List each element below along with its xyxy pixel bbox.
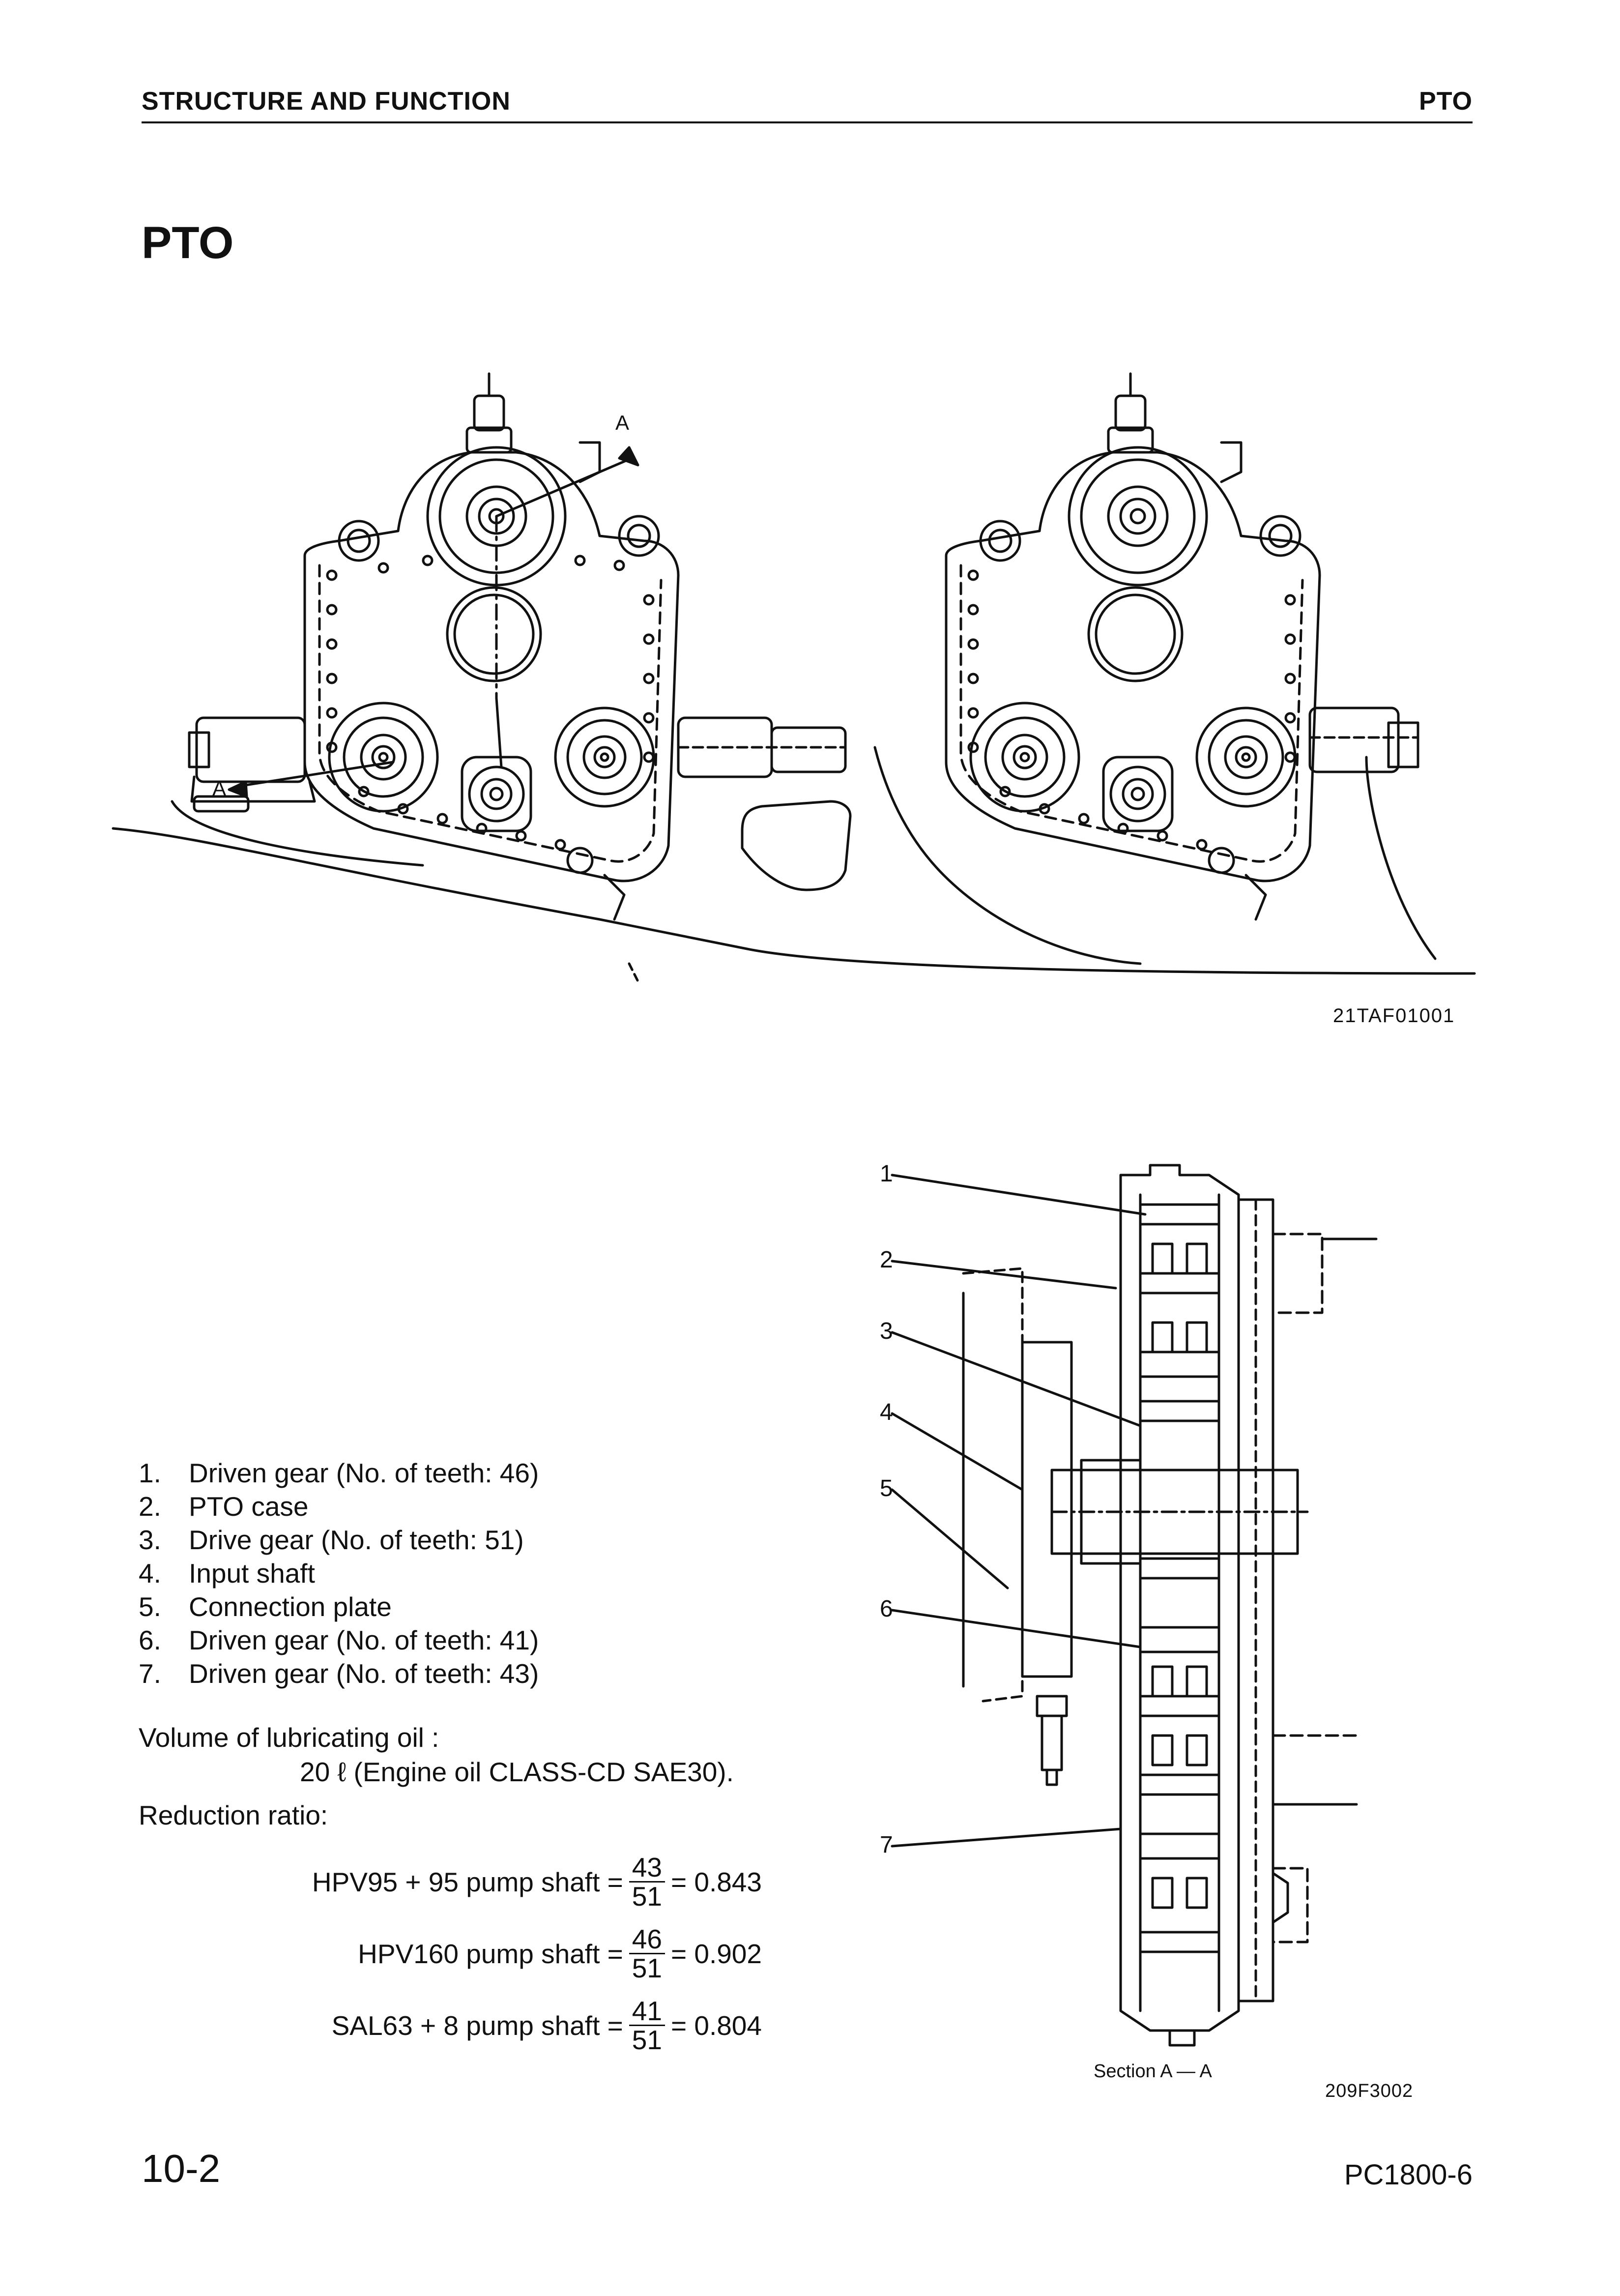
section-caption: Section A — A (1094, 2061, 1212, 2082)
model-code: PC1800-6 (1344, 2159, 1473, 2191)
callout-4: 4 (880, 1399, 893, 1425)
callout-2: 2 (880, 1247, 893, 1273)
header-rule (142, 121, 1473, 123)
fraction-denominator: 51 (632, 1953, 662, 1983)
reduction-row-hpv160: HPV160 pump shaft = 46 51 = 0.902 (358, 1925, 762, 1982)
reduction-name: SAL63 + 8 pump shaft = (331, 2010, 623, 2041)
list-item: 4. Input shaft (139, 1557, 539, 1590)
reduction-result: = 0.843 (670, 1866, 762, 1897)
callout-3: 3 (880, 1318, 893, 1344)
list-item: 1. Driven gear (No. of teeth: 46) (139, 1456, 539, 1490)
pto-unit-right (945, 372, 1419, 921)
reduction-name: HPV160 pump shaft = (358, 1938, 623, 1969)
pto-front-view-figure: A A (108, 344, 1484, 983)
part-number: 4. (139, 1558, 161, 1589)
reduction-row-sal63: SAL63 + 8 pump shaft = 41 51 = 0.804 (332, 1997, 762, 2054)
list-item: 6. Driven gear (No. of teeth: 41) (139, 1623, 539, 1657)
part-label: Connection plate (189, 1591, 392, 1622)
part-number: 3. (139, 1525, 161, 1555)
part-label: Input shaft (189, 1558, 315, 1589)
list-item: 5. Connection plate (139, 1590, 539, 1623)
fraction-denominator: 51 (632, 1881, 662, 1912)
fraction-numerator: 41 (629, 1997, 665, 2026)
figure2-code: 209F3002 (1325, 2081, 1414, 2101)
fraction-numerator: 43 (629, 1854, 665, 1883)
reduction-label: Reduction ratio: (139, 1800, 328, 1830)
header-topic: PTO (1419, 87, 1473, 116)
list-item: 2. PTO case (139, 1490, 539, 1523)
parts-list: 1. Driven gear (No. of teeth: 46) 2. PTO c… (139, 1456, 539, 1690)
part-number: 6. (139, 1625, 161, 1655)
section-marker-top: A (615, 411, 630, 434)
reduction-row-hpv95: HPV95 + 95 pump shaft = 43 51 = 0.843 (312, 1854, 762, 1910)
page-title: PTO (142, 218, 234, 268)
callout-5: 5 (880, 1475, 893, 1501)
section-a-a-figure: 1 2 3 4 5 6 7 (865, 1146, 1425, 2070)
reduction-result: = 0.804 (670, 2010, 762, 2041)
callout-1: 1 (880, 1161, 893, 1187)
reduction-fraction: 41 51 (629, 1997, 665, 2054)
reduction-fraction: 43 51 (629, 1854, 665, 1910)
part-label: Driven gear (No. of teeth: 46) (189, 1458, 539, 1488)
part-label: Drive gear (No. of teeth: 51) (189, 1525, 524, 1555)
part-label: Driven gear (No. of teeth: 43) (189, 1658, 539, 1689)
lubrication-label: Volume of lubricating oil : (139, 1722, 439, 1753)
list-item: 7. Driven gear (No. of teeth: 43) (139, 1657, 539, 1690)
fraction-denominator: 51 (632, 2025, 662, 2055)
callout-7: 7 (880, 1832, 893, 1858)
reduction-fraction: 46 51 (629, 1925, 665, 1982)
part-number: 1. (139, 1458, 161, 1488)
lubrication-value: 20 ℓ (Engine oil CLASS-CD SAE30). (300, 1757, 734, 1787)
header-section: STRUCTURE AND FUNCTION (142, 87, 511, 116)
part-number: 7. (139, 1658, 161, 1689)
part-label: Driven gear (No. of teeth: 41) (189, 1625, 539, 1655)
figure1-code: 21TAF01001 (1333, 1005, 1455, 1027)
reduction-result: = 0.902 (670, 1938, 762, 1969)
fraction-numerator: 46 (629, 1925, 665, 1954)
section-marker-left: A (212, 777, 227, 800)
part-number: 2. (139, 1491, 161, 1522)
list-item: 3. Drive gear (No. of teeth: 51) (139, 1523, 539, 1557)
callout-6: 6 (880, 1596, 893, 1622)
part-number: 5. (139, 1591, 161, 1622)
pto-unit-left (188, 372, 680, 921)
reduction-name: HPV95 + 95 pump shaft = (312, 1866, 623, 1897)
part-label: PTO case (189, 1491, 309, 1522)
page-number: 10-2 (142, 2147, 221, 2190)
